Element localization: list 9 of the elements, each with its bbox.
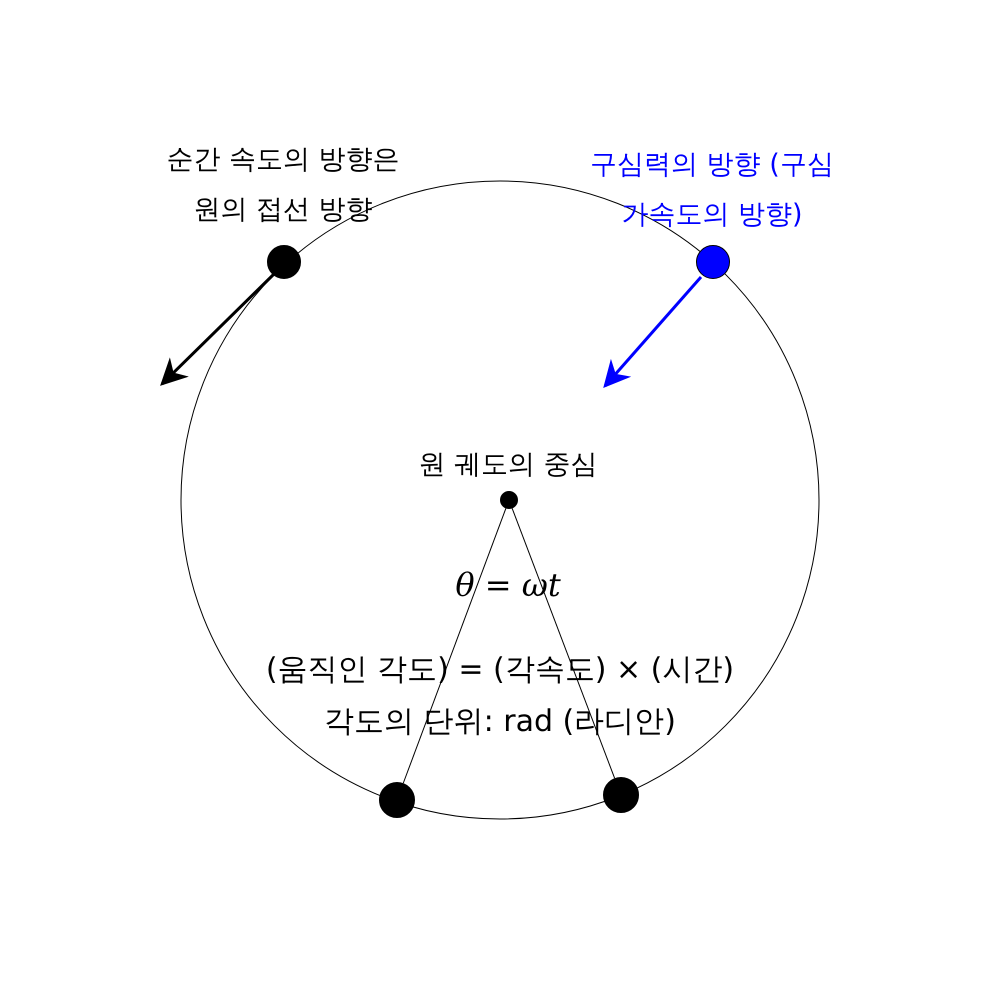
connector-line <box>402 508 506 784</box>
point-dot <box>696 245 730 279</box>
point-label: 순간 속도의 방향은 원의 접선 방향 <box>165 143 401 227</box>
point-dot <box>500 491 518 509</box>
point-dot <box>267 245 301 279</box>
connector-line <box>512 508 616 779</box>
point-dot <box>603 777 639 813</box>
point-label: 원 궤도의 중심 <box>417 448 599 482</box>
point-dot <box>379 782 415 818</box>
